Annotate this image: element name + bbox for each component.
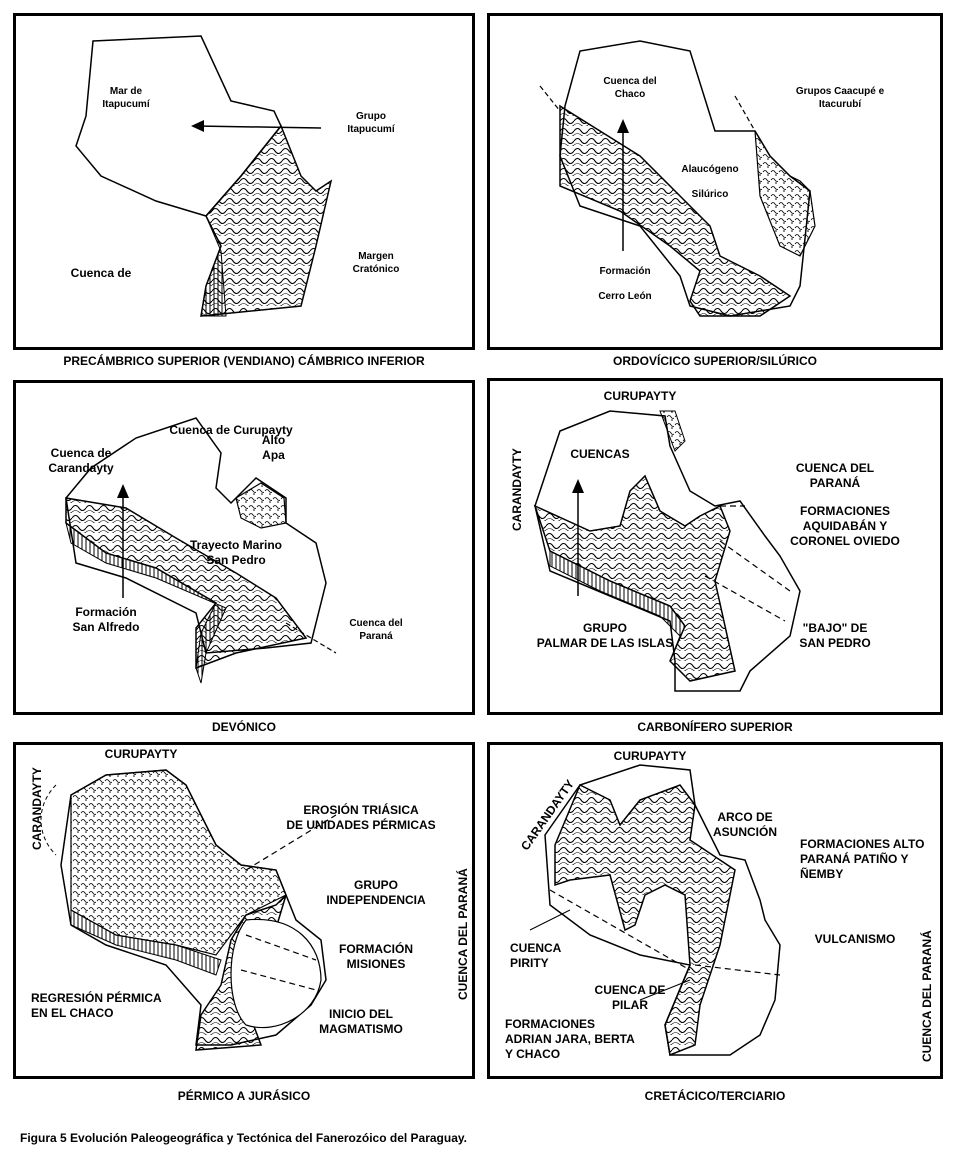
- fault-line-1: [719, 540, 791, 592]
- label-alaucogeno: Alaucógeno Silúrico: [681, 164, 739, 200]
- map-ordovicico: [539, 40, 816, 317]
- label-trayecto-marino: Trayecto Marino San Pedro: [189, 538, 283, 567]
- block-side: [65, 521, 227, 684]
- fault-line-2: [694, 964, 781, 976]
- label-cuenca-de: Cuenca de: [70, 266, 132, 280]
- block-side: [200, 215, 227, 317]
- label-cuenca-pilar: CUENCA DE PILAR: [594, 983, 666, 1012]
- arrow-head: [117, 484, 129, 498]
- fault-line: [539, 85, 561, 112]
- panel-precambrico: Mar de Itapucumí Grupo Itapucumí Cuenca …: [13, 13, 475, 350]
- label-bajo-san-pedro: "BAJO" DE SAN PEDRO: [799, 621, 871, 650]
- label-formacion-misiones: FORMACIÓN MISIONES: [339, 942, 413, 971]
- fault-line-1: [245, 814, 337, 871]
- label-carandayty: CARANDAYTY: [30, 767, 44, 850]
- fault-line-1: [549, 889, 691, 971]
- map-permico: [40, 769, 337, 1051]
- label-margen-cratonico: Margen Cratónico: [352, 251, 400, 275]
- label-formaciones-alto-parana: FORMACIONES ALTO PARANÁ PATIÑO Y ÑEMBY: [800, 837, 925, 881]
- map-devonico: [65, 417, 337, 684]
- arrow-head: [617, 119, 629, 133]
- label-grupo-itapucumi: Grupo Itapucumí: [347, 111, 395, 135]
- panel-ordovicico: Cuenca del Chaco Grupos Caacupé e Itacur…: [487, 13, 943, 350]
- panel-cretacico: CURUPAYTY CARANDAYTY ARCO DE ASUNCIÓN FO…: [487, 742, 943, 1079]
- label-cuenca-chaco: Cuenca del Chaco: [603, 76, 657, 100]
- central-block: [554, 783, 736, 1057]
- label-formaciones-adrian: FORMACIONES ADRIAN JARA, BERTA Y CHACO: [505, 1017, 635, 1061]
- label-arco-asuncion: ARCO DE ASUNCIÓN: [712, 810, 777, 839]
- pirity-pointer: [529, 909, 571, 931]
- label-cuenca-carandayty: Cuenca de Carandayty: [48, 446, 114, 475]
- block-side: [549, 550, 686, 662]
- label-curupayty: CURUPAYTY: [104, 747, 178, 761]
- label-cuenca-parana: Cuenca del Paraná: [349, 618, 403, 642]
- alto-apa: [235, 482, 287, 529]
- fault-line-3: [240, 969, 317, 991]
- fault-line: [285, 622, 337, 654]
- paraguay-outline: [544, 764, 781, 1056]
- panel-permico: CURUPAYTY CARANDAYTY EROSIÓN TRIÁSICA DE…: [13, 742, 475, 1079]
- caption-cretacico: CRETÁCICO/TERCIARIO: [644, 1089, 786, 1103]
- label-cuenca-pirity: CUENCA PIRITY: [510, 941, 562, 970]
- panel-devonico: Cuenca de Curupayty Cuenca de Carandayty…: [13, 380, 475, 715]
- label-cuenca-del-parana: CUENCA DEL PARANÁ: [795, 461, 875, 490]
- caption-ordovicico: ORDOVÍCICO SUPERIOR/SILÚRICO: [612, 354, 818, 368]
- side-label-cuenca-parana-right: CUENCA DEL PARANÁ: [920, 930, 934, 1062]
- label-mar-itapucumi: Mar de Itapucumí: [102, 86, 150, 110]
- curupayty-strip: [659, 410, 686, 452]
- label-alto-apa: Alto Apa: [261, 433, 286, 462]
- label-grupos-caacupe: Grupos Caacupé e Itacurubí: [795, 86, 885, 110]
- fault-line-2: [245, 934, 317, 961]
- caption-precambrico: PRECÁMBRICO SUPERIOR (VENDIANO) CÁMBRICO…: [63, 354, 425, 368]
- label-carandayty: CARANDAYTY: [510, 448, 524, 531]
- figure-caption: Figura 5 Evolución Paleogeográfica y Tec…: [20, 1131, 468, 1145]
- alaucogeno-block: [559, 104, 792, 317]
- east-block: [754, 130, 816, 257]
- grupo-arrow: [195, 125, 322, 129]
- map-cretacico: [529, 764, 781, 1057]
- label-regresion-permica: REGRESIÓN PÉRMICA EN EL CHACO: [31, 991, 162, 1020]
- label-vulcanismo: VULCANISMO: [814, 932, 896, 946]
- map-precambrico: [75, 35, 333, 317]
- fault-line-2: [704, 575, 786, 622]
- label-cuenca-curupayty: Cuenca de Curupayty: [169, 423, 293, 437]
- block-side: [70, 909, 222, 976]
- panel-carbonifero: CURUPAYTY CARANDAYTY CUENCAS CUENCA DEL …: [487, 378, 943, 715]
- label-erosion-triasica: EROSIÓN TRIÁSICA DE UNIDADES PÉRMICAS: [286, 803, 436, 832]
- caption-carbonifero: CARBONÍFERO SUPERIOR: [637, 720, 793, 734]
- label-inicio-magmatismo: INICIO DEL MAGMATISMO: [319, 1007, 403, 1036]
- pilar-pointer: [639, 979, 691, 1001]
- label-curupayty: CURUPAYTY: [603, 389, 677, 403]
- fault-line-2: [734, 95, 756, 132]
- label-grupo-independencia: GRUPO INDEPENDENCIA: [326, 878, 426, 907]
- magmatism-ellipse: [230, 918, 322, 1029]
- map-carbonifero: [533, 410, 801, 692]
- label-grupo-palmar: GRUPO PALMAR DE LAS ISLAS: [536, 621, 674, 650]
- label-formaciones-aquidaban: FORMACIONES AQUIDABÁN Y CORONEL OVIEDO: [790, 504, 900, 548]
- label-cuencas: CUENCAS: [570, 447, 630, 461]
- caption-permico: PÉRMICO A JURÁSICO: [177, 1089, 311, 1103]
- arrow-head: [572, 479, 584, 493]
- label-curupayty: CURUPAYTY: [613, 749, 687, 763]
- label-cerro-leon: Formación Cerro León: [598, 266, 652, 302]
- side-label-cuenca-parana: CUENCA DEL PARANÁ: [456, 868, 470, 1000]
- carandayty-arc: [40, 784, 57, 856]
- arrow-head: [191, 120, 204, 132]
- label-san-alfredo: Formación San Alfredo: [72, 605, 140, 634]
- caption-devonico: DEVÓNICO: [211, 720, 276, 734]
